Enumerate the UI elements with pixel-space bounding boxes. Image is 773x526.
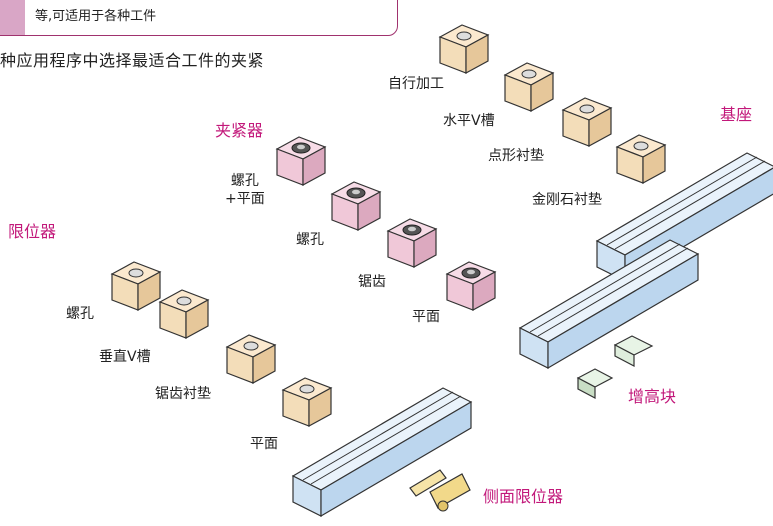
clamp-tapped bbox=[331, 181, 381, 231]
clamp-tapped-flat bbox=[276, 136, 326, 186]
clamp-tapped-label: 螺孔 bbox=[296, 232, 324, 248]
stopper-vertical-v-groove bbox=[159, 289, 209, 339]
self-machining-label: 自行加工 bbox=[388, 76, 444, 92]
riser-block bbox=[576, 335, 654, 399]
self-machining-jaw bbox=[439, 24, 489, 74]
stopper-flat-label: 平面 bbox=[250, 436, 278, 452]
clamp-serrated bbox=[387, 218, 437, 268]
clamp-flat-label: 平面 bbox=[412, 309, 440, 325]
point-pad-jaw bbox=[562, 97, 612, 147]
info-box-tab bbox=[0, 0, 25, 35]
side-stopper bbox=[409, 469, 471, 512]
diamond-pad-jaw bbox=[616, 134, 666, 184]
stopper-serrated-pad bbox=[226, 334, 276, 384]
point-pad-label: 点形衬垫 bbox=[488, 148, 544, 164]
stopper-tapped-label: 螺孔 bbox=[66, 306, 94, 322]
stopper-serrated-pad-label: 锯齿衬垫 bbox=[155, 386, 211, 402]
stopper-tapped bbox=[111, 261, 161, 311]
clamp-tapped-flat-label: 螺孔 +平面 bbox=[225, 173, 265, 207]
info-box-text: 等,可适用于各种工件 bbox=[35, 9, 157, 24]
base-category-label: 基座 bbox=[720, 105, 753, 124]
clamp-category-label: 夹紧器 bbox=[215, 121, 264, 140]
riser-category-label: 增高块 bbox=[628, 387, 677, 406]
clamp-flat bbox=[446, 261, 496, 311]
stopper-category-label: 限位器 bbox=[8, 222, 57, 241]
stopper-flat bbox=[282, 377, 332, 427]
horizontal-v-groove-label: 水平V槽 bbox=[443, 113, 495, 129]
horizontal-v-groove-jaw bbox=[504, 62, 554, 112]
diamond-pad-label: 金刚石衬垫 bbox=[532, 192, 602, 208]
intro-text: 种应用程序中选择最适合工件的夹紧 bbox=[0, 51, 265, 70]
clamp-serrated-label: 锯齿 bbox=[358, 274, 386, 290]
side-stopper-category-label: 侧面限位器 bbox=[483, 487, 564, 506]
info-box: 等,可适用于各种工件 bbox=[0, 0, 398, 36]
stopper-vertical-v-groove-label: 垂直V槽 bbox=[99, 349, 151, 365]
